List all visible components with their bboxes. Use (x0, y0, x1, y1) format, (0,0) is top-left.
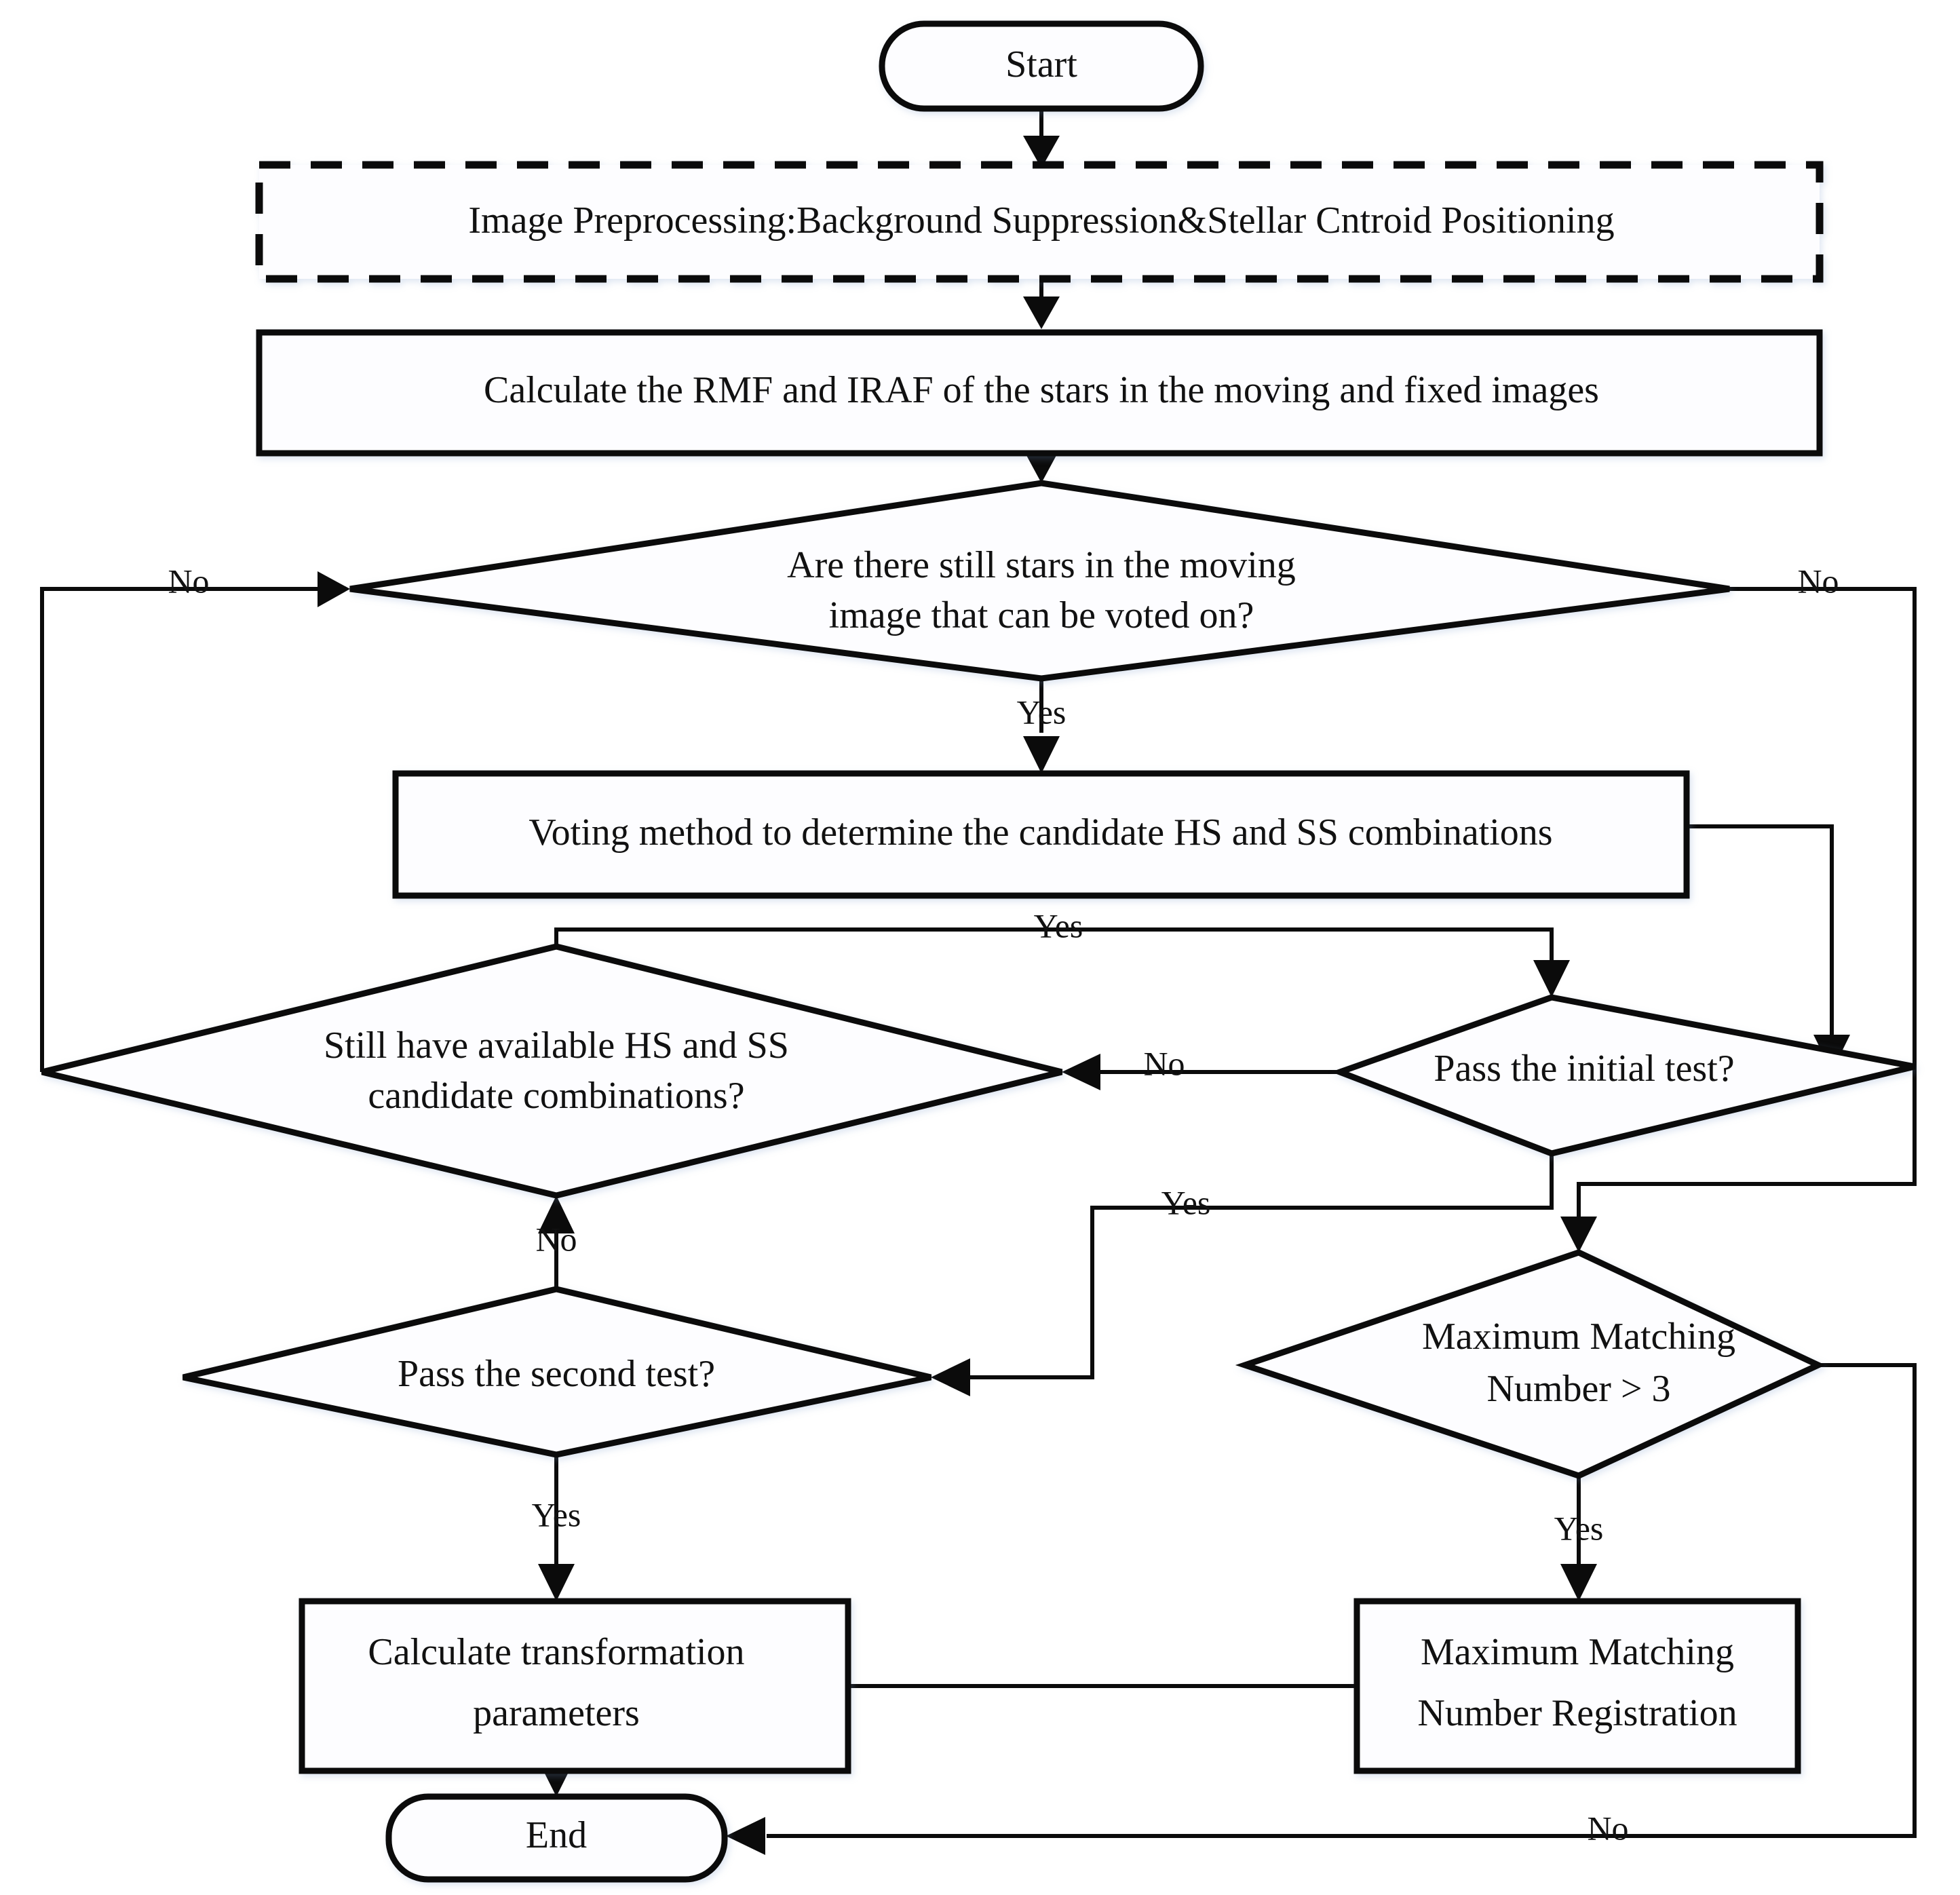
edge-yes-second-to-calc (538, 1455, 575, 1601)
node-second-test-label: Pass the second test? (398, 1353, 715, 1395)
node-still-candidates-label-line2: candidate combinations? (368, 1075, 744, 1117)
node-calc-transform[interactable]: Calculate transformation parameters (299, 1598, 851, 1774)
node-calc-transform-label-line2: parameters (473, 1692, 640, 1734)
node-initial-test-label: Pass the initial test? (1434, 1048, 1734, 1090)
node-stars-remaining[interactable]: Are there still stars in the moving imag… (349, 480, 1730, 682)
edge-layer: No No Yes Yes (40, 109, 1917, 1855)
node-calc-transform-label-line1: Calculate transformation (368, 1631, 744, 1673)
edge-label-no-initial-candidates: No (1143, 1044, 1185, 1082)
node-start[interactable]: Start (879, 20, 1204, 112)
edge-label-no-max-end: No (1587, 1809, 1628, 1847)
node-preprocessing-label: Image Preprocessing:Background Suppressi… (468, 199, 1614, 242)
edge-preprocessing-to-calculate (1023, 278, 1060, 329)
node-max-match-registration-label-line1: Maximum Matching (1421, 1631, 1734, 1673)
node-initial-test[interactable]: Pass the initial test? (1330, 994, 1916, 1157)
edge-initial-to-max-matching (1560, 1067, 1917, 1252)
node-calculate-rmf-iraf[interactable]: Calculate the RMF and IRAF of the stars … (256, 329, 1823, 457)
node-voting-label: Voting method to determine the candidate… (529, 811, 1552, 854)
node-end[interactable]: End (385, 1793, 728, 1883)
edge-label-yes-second-calc: Yes (532, 1495, 581, 1533)
edge-registration-to-calc (807, 1667, 1357, 1705)
edge-label-no-right: No (1797, 562, 1839, 600)
node-voting[interactable]: Voting method to determine the candidate… (392, 770, 1690, 899)
edge-label-yes-candidates-initial: Yes (1034, 906, 1083, 944)
node-max-match-registration-label-line2: Number Registration (1417, 1692, 1737, 1734)
edge-yes-initial-to-second (931, 1153, 1554, 1396)
edge-label-no-candidates-second: No (535, 1220, 577, 1258)
node-end-label: End (526, 1814, 587, 1856)
node-still-candidates-label-line1: Still have available HS and SS (324, 1025, 789, 1067)
edge-label-yes-voting: Yes (1017, 693, 1067, 731)
node-stars-remaining-label-line1: Are there still stars in the moving (787, 544, 1296, 586)
node-max-match-registration[interactable]: Maximum Matching Number Registration (1353, 1598, 1801, 1774)
edge-yes-candidates-to-initial (554, 927, 1570, 997)
node-max-matching-gt3[interactable]: Maximum Matching Number > 3 (1235, 1249, 1826, 1479)
node-stars-remaining-label-line2: image that can be voted on? (829, 594, 1254, 636)
node-start-label: Start (1005, 43, 1077, 85)
edge-no-left-loop (40, 571, 350, 1074)
node-second-test[interactable]: Pass the second test? (182, 1286, 932, 1458)
edge-start-to-preprocessing (1023, 109, 1060, 168)
edge-label-yes-initial-second: Yes (1161, 1183, 1211, 1221)
edge-no-max-to-end (726, 1363, 1917, 1855)
node-still-candidates[interactable]: Still have available HS and SS candidate… (41, 943, 1063, 1199)
edge-yes-to-voting (1023, 678, 1060, 773)
node-max-matching-gt3-label-line2: Number > 3 (1486, 1368, 1670, 1410)
edge-label-no-left: No (168, 562, 209, 600)
edge-no-initial-to-candidates (1062, 1054, 1340, 1090)
node-preprocessing[interactable]: Image Preprocessing:Background Suppressi… (255, 161, 1824, 283)
node-max-matching-gt3-label-line1: Maximum Matching (1422, 1316, 1735, 1358)
edge-label-yes-max-registration: Yes (1554, 1509, 1604, 1547)
node-calculate-rmf-iraf-label: Calculate the RMF and IRAF of the stars … (484, 369, 1599, 411)
edge-yes-max-to-registration (1560, 1476, 1597, 1601)
